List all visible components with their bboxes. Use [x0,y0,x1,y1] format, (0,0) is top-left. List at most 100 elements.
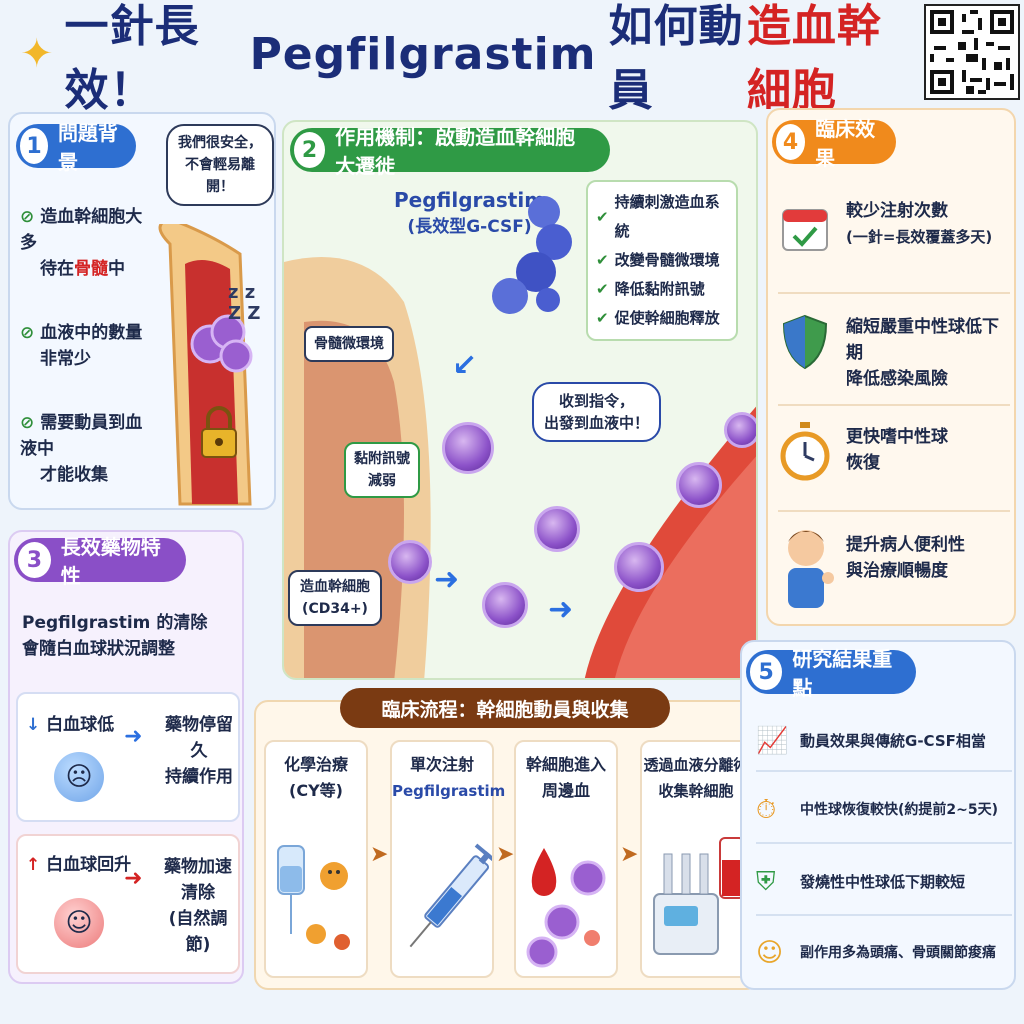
title-part-1: 一針長效！ [64,1,200,116]
check-item-2-text: 改變骨髓微環境 [614,251,720,269]
problem-list: ⊘造血幹細胞大多 待在骨髓中 ⊘血液中的數量 非常少 ⊘需要動員到血液中 才能收… [20,204,150,488]
result-item-3-text: 發燒性中性球低下期較短 [800,873,966,891]
section-problem-background: 1 問題背景 我們很安全， 不會輕易離開！ ⊘造血幹細胞大多 待在骨髓中 ⊘血液… [8,112,276,510]
checkmark-icon: ✔ [596,207,609,226]
syringe-icon [409,843,492,948]
section-3-heading: 長效藥物特性 [60,535,161,588]
flow-step-3: 幹細胞進入周邊血 [514,740,618,978]
effect-item-1-sub: (一針=長效覆蓋多天) [846,228,993,246]
qr-code[interactable] [924,4,1020,100]
problem-item-1: ⊘造血幹細胞大多 待在骨髓中 [20,204,150,282]
checkmark-icon: ✔ [596,309,609,327]
blood-drop-cells-icon [526,848,606,968]
problem-item-3: ⊘需要動員到血液中 才能收集 [20,410,150,488]
migration-arrow-icon: ➜ [434,562,460,597]
right-arrow-icon: ➜ [124,866,143,891]
effect-item-1: 較少注射次數 (一針=長效覆蓋多天) [778,194,1010,294]
wbc-high-result-1: 藥物加速清除 [164,857,232,903]
effect-item-1-title: 較少注射次數 [846,201,948,221]
section-4-header: 4 臨床效果 [772,117,896,170]
wbc-low-card: ↓ 白血球低 ☹ ➜ 藥物停留久 持續作用 [16,692,240,822]
stem-cell [388,540,432,584]
effect-item-4: 提升病人便利性與治療順暢度 [778,520,1010,620]
section-clinical-flow: 臨床流程：幹細胞動員與收集 化學治療(CY等) ➤ 單次注射 Pegfilgras… [254,688,760,990]
wbc-low-result: 藥物停留久 持續作用 [160,712,238,790]
section-5-number: 5 [750,654,783,690]
flow-step-2: 單次注射 Pegfilgrastim [390,740,506,978]
calendar-icon [782,209,828,251]
drug-subtitle: (長效型G-CSF) [407,217,532,237]
label-stem-cell: 造血幹細胞 (CD34+) [288,570,382,626]
title-part-3: 如何動員 [608,1,744,116]
section-mechanism: 2 作用機制：啟動造血幹細胞大遷徙 Pegfilgrastim (長效型G-CS… [282,120,758,680]
check-item-2: ✔ 改變骨髓微環境 [596,246,728,275]
result-item-2: ⏱ 中性球恢復較快(約提前2~5天) [756,778,1012,844]
molecule-icon [492,196,572,314]
flow-step-2-title: 單次注射 [409,755,474,774]
stem-cell [482,582,528,628]
effect-item-4-sub: 與治療順暢度 [846,561,948,581]
check-icon: ⊘ [20,323,35,343]
check-item-1: ✔ 持續刺激造血系統 [596,188,728,246]
effect-item-3-title: 更快嗜中性球 [846,427,948,447]
section-2-header: 2 作用機制：啟動造血幹細胞大遷徙 [290,125,610,178]
problem-item-2: ⊘血液中的數量 非常少 [20,320,150,372]
flow-step-2-sub: Pegfilgrastim [392,782,506,800]
result-item-4: ☺ 副作用多為頭痛、骨頭關節痠痛 [756,920,1012,986]
page-title: ✦ 一針長效！ Pegfilgrastim 如何動員 造血幹細胞 [20,1,920,116]
title-part-4: 造血幹細胞 [746,1,882,116]
wbc-high-card: ↑ 白血球回升 ☺ ➜ 藥物加速清除 (自然調節) [16,834,240,974]
problem-item-1-pre: 待在 [40,259,74,279]
result-item-2-text: 中性球恢復較快(約提前2~5天) [800,802,999,818]
release-speech-bubble: 收到指令， 出發到血液中！ [532,382,662,442]
effect-item-2-sub: 降低感染風險 [846,369,948,389]
sparkle-icon: ✦ [20,31,55,77]
checkmark-icon: ✔ [596,280,609,298]
problem-item-2-line-2: 非常少 [40,349,91,369]
shield-icon [782,314,828,370]
stem-cell [534,506,580,552]
check-item-3: ✔降低黏附訊號 [596,275,728,304]
flow-arrow-icon: ➤ [496,842,515,867]
mechanism-checklist: ✔持續刺激造血系統 ✔改變骨髓微環境 ✔降低黏附訊號 ✔促使幹細胞釋放 [586,180,738,341]
section-5-heading: 研究結果重點 [792,647,893,700]
drug-label: Pegfilgrastim (長效型G-CSF) [394,188,545,237]
flow-step-4-title: 透過血液分離術 [643,756,749,774]
problem-item-3-line-1: 需要動員到血液中 [20,413,143,459]
flow-step-3-sub: 周邊血 [541,781,590,800]
iv-bag-virus-icon [277,845,350,950]
patient-thumbs-up-icon [788,530,834,608]
flow-step-3-title: 幹細胞進入 [525,755,606,774]
check-item-1-text: 持續刺激造血系統 [614,193,720,240]
effect-item-3: 更快嗜中性球恢復 [778,416,1010,512]
section-3-intro: Pegfilgrastim 的清除 會隨白血球狀況調整 [22,610,207,662]
wbc-high-label: ↑ 白血球回升 [26,852,131,878]
flow-header: 臨床流程：幹細胞動員與收集 [340,688,670,728]
bone-speech-bubble: 我們很安全， 不會輕易離開！ [166,124,274,206]
flow-arrow-icon: ➤ [620,842,639,867]
flow-step-4-sub: 收集幹細胞 [658,782,734,800]
bone-marrow-illustration [158,224,253,506]
effect-item-2: 縮短嚴重中性球低下期降低感染風險 [778,306,1010,406]
flow-step-1: 化學治療(CY等) [264,740,368,978]
flow-step-1-sub: (CY等) [289,781,343,800]
stem-cell [442,422,494,474]
flow-arrow-icon: ➤ [370,842,389,867]
section-1-heading: 問題背景 [57,121,118,174]
section-study-results: 5 研究結果重點 📈 動員效果與傳統G-CSF相當 ⏱ 中性球恢復較快(約提前2… [740,640,1016,990]
wbc-low-text: 白血球低 [46,715,115,735]
down-arrow-icon: ↓ [26,715,41,735]
stem-cell [724,412,756,448]
problem-item-3-line-2: 才能收集 [40,465,108,485]
wbc-high-text: 白血球回升 [46,855,132,875]
up-arrow-icon: ↑ [26,855,41,875]
apheresis-machine-icon [653,837,745,955]
label-bone-marrow-env: 骨髓微環境 [304,326,394,362]
problem-item-1-post: 中 [108,259,125,279]
section-4-number: 4 [776,124,806,160]
section-3-intro-line-2: 會隨白血球狀況調整 [22,639,175,659]
flow-step-4: 透過血液分離術收集幹細胞 [640,740,752,978]
section-4-heading: 臨床效果 [815,117,876,170]
checkmark-icon: ✔ [596,251,609,269]
shield-icon: ⛨ [756,866,776,897]
